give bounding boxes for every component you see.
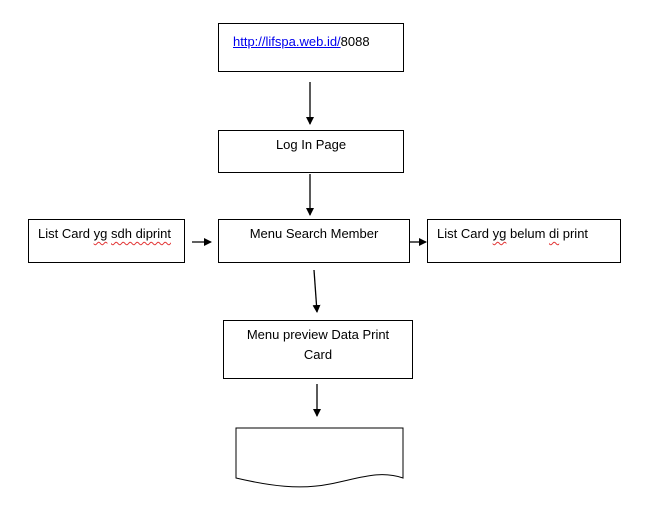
list-card-unprinted-text: List Card yg belum di print	[437, 226, 589, 241]
menu-preview-box: Menu preview Data Print Card	[223, 320, 413, 379]
document-shape	[235, 427, 404, 488]
list-card-printed-text: List Card yg sdh diprint	[38, 226, 171, 241]
url-link[interactable]: http://lifspa.web.id/	[233, 34, 341, 49]
url-box: http://lifspa.web.id/8088	[218, 23, 404, 72]
menu-preview-line1: Menu preview Data Print	[246, 327, 390, 342]
list-card-unprinted-box: List Card yg belum di print	[427, 219, 621, 263]
url-port: 8088	[340, 34, 370, 49]
menu-search-member-box: Menu Search Member	[218, 219, 410, 263]
menu-preview-line2: Card	[303, 347, 333, 362]
login-page-label: Log In Page	[275, 137, 347, 152]
login-page-box: Log In Page	[218, 130, 404, 173]
list-card-printed-box: List Card yg sdh diprint	[28, 219, 185, 263]
arrow-search-to-preview	[312, 269, 321, 313]
menu-search-member-label: Menu Search Member	[249, 226, 379, 241]
